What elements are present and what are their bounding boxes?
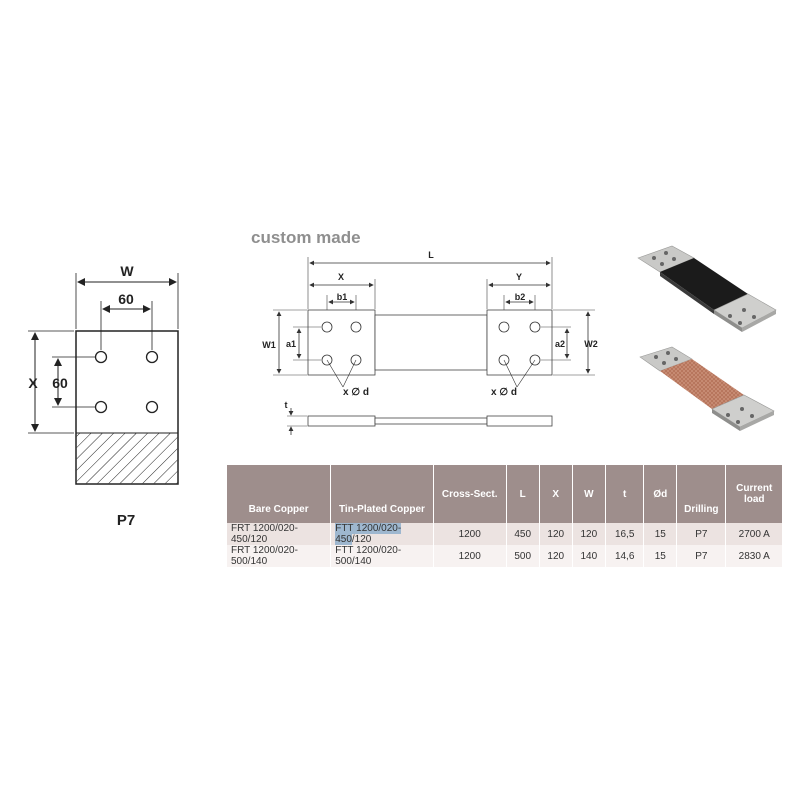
cell-x: 120 xyxy=(539,545,573,567)
header-x: X xyxy=(539,465,573,523)
side-view-left-plate xyxy=(307,415,376,427)
cell-l: 500 xyxy=(506,545,540,567)
cell-bare: FRT 1200/020-450/120 xyxy=(227,523,332,545)
length-l-label: L xyxy=(428,250,434,260)
cell-current: 2830 A xyxy=(725,545,783,567)
p7-hatched-area xyxy=(76,433,178,484)
mounting-hole xyxy=(529,321,541,333)
cell-l: 450 xyxy=(506,523,540,545)
cell-d: 15 xyxy=(643,523,678,545)
specification-table: Bare Copper Tin-Plated Copper Cross-Sect… xyxy=(227,465,783,567)
black-insulated-flexible-busbar-photo xyxy=(637,245,777,332)
length-y-label: Y xyxy=(516,272,522,282)
header-tin-plated-copper: Tin-Plated Copper xyxy=(330,465,434,523)
width-w2-label: W2 xyxy=(584,339,598,349)
flexible-center-section xyxy=(374,314,488,371)
mounting-hole xyxy=(498,321,510,333)
header-bare-copper: Bare Copper xyxy=(227,465,332,523)
left-contact-plate xyxy=(307,309,376,376)
p7-length-label: X xyxy=(28,375,38,391)
cell-bare: FRT 1200/020-500/140 xyxy=(227,545,332,567)
header-t: t xyxy=(605,465,645,523)
cell-cross: 1200 xyxy=(433,523,507,545)
custom-made-heading: custom made xyxy=(251,228,361,247)
p7-hole xyxy=(145,400,159,414)
cell-drilling: P7 xyxy=(676,523,727,545)
cell-w: 140 xyxy=(572,545,606,567)
cell-t: 14,6 xyxy=(605,545,645,567)
cell-d: 15 xyxy=(643,545,678,567)
right-hole-diameter-label: x ∅ d xyxy=(491,387,517,398)
p7-drilling-diagram: W 60 X 60 xyxy=(28,263,179,485)
cell-current: 2700 A xyxy=(725,523,783,545)
left-hole-diameter-label: x ∅ d xyxy=(343,387,369,398)
header-drilling: Drilling xyxy=(676,465,727,523)
cell-x: 120 xyxy=(539,523,573,545)
table-row: FRT 1200/020-500/140 FTT 1200/020-500/14… xyxy=(227,545,783,567)
p7-hole-spacing-horizontal-label: 60 xyxy=(118,291,134,307)
p7-hole xyxy=(94,400,108,414)
p7-hole xyxy=(94,350,108,364)
width-w1-label: W1 xyxy=(262,340,276,350)
hole-spacing-a2-label: a2 xyxy=(555,339,565,349)
hole-spacing-b2-label: b2 xyxy=(515,292,526,302)
mounting-hole xyxy=(321,321,333,333)
side-view-right-plate xyxy=(486,415,553,427)
cell-w: 120 xyxy=(572,523,606,545)
right-contact-plate xyxy=(486,309,553,376)
cell-drilling: P7 xyxy=(676,545,727,567)
header-d: Ød xyxy=(643,465,678,523)
cell-tin: FTT 1200/020-450/120 xyxy=(330,523,434,545)
table-row: FRT 1200/020-450/120 FTT 1200/020-450/12… xyxy=(227,523,783,545)
cell-t: 16,5 xyxy=(605,523,645,545)
busbar-technical-drawing: L X Y b1 b2 W1 a1 W2 a2 x ∅ d x ∅ d xyxy=(262,250,598,435)
cell-cross: 1200 xyxy=(433,545,507,567)
hole-spacing-a1-label: a1 xyxy=(286,339,296,349)
length-x-label: X xyxy=(338,272,344,282)
header-current-load: Current load xyxy=(725,465,783,523)
side-view-center xyxy=(374,417,488,425)
thickness-t-label: t xyxy=(285,400,288,410)
bare-copper-flexible-busbar-photo xyxy=(639,346,775,431)
header-cross-section: Cross-Sect. xyxy=(433,465,507,523)
cell-tin: FTT 1200/020-500/140 xyxy=(330,545,434,567)
p7-hole-spacing-vertical-label: 60 xyxy=(52,375,68,391)
p7-width-label: W xyxy=(120,263,134,279)
mounting-hole xyxy=(350,321,362,333)
header-w: W xyxy=(572,465,606,523)
header-l: L xyxy=(506,465,540,523)
p7-label: P7 xyxy=(116,512,136,529)
hole-spacing-b1-label: b1 xyxy=(337,292,348,302)
p7-hole xyxy=(145,350,159,364)
